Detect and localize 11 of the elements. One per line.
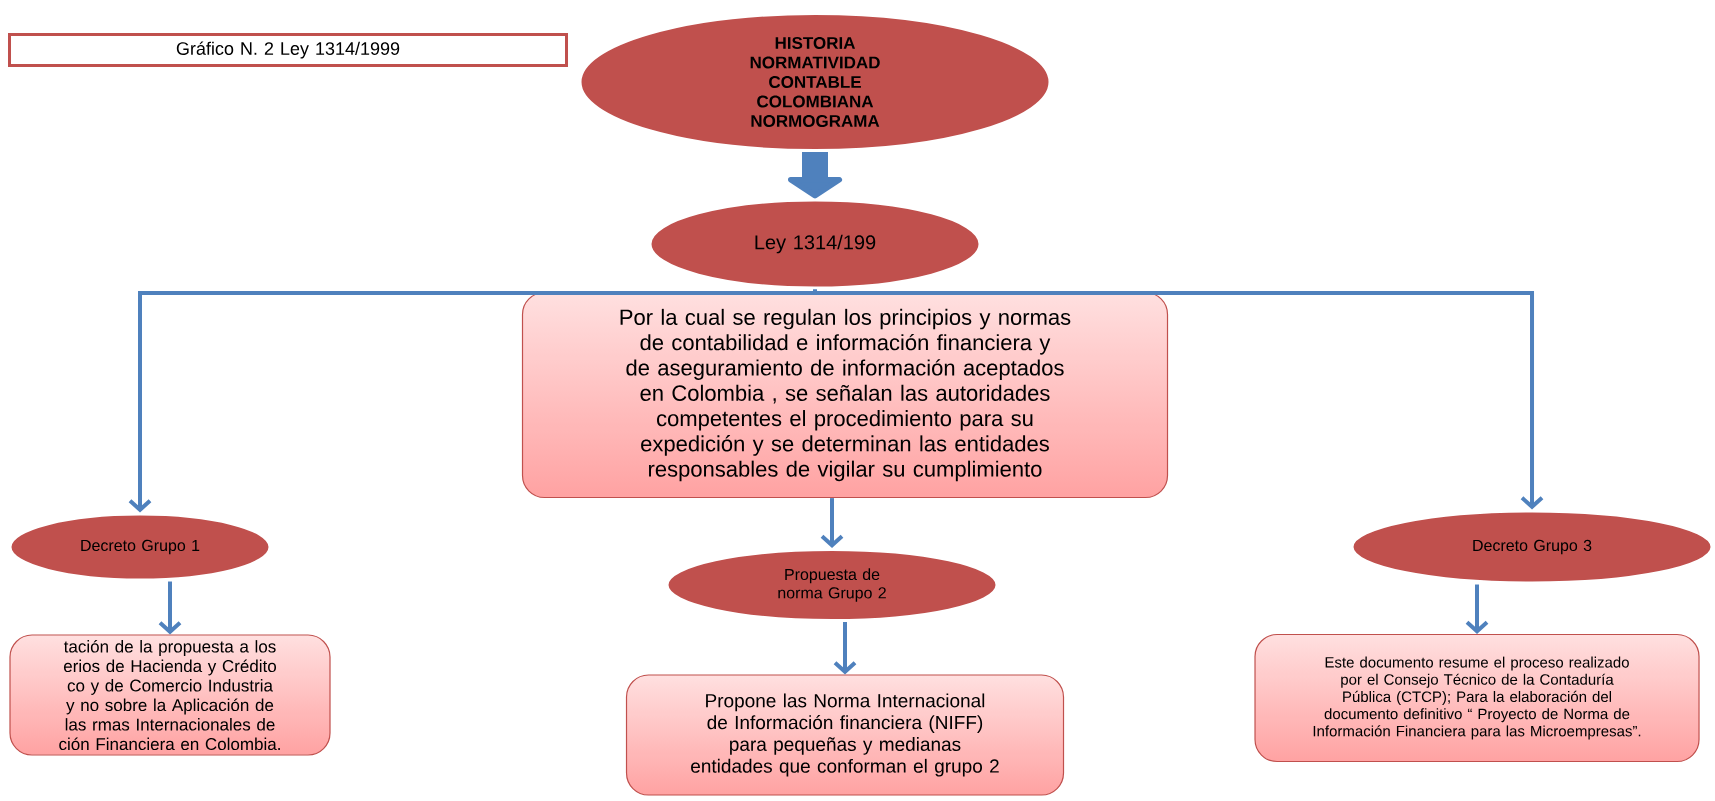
title-box: Gráfico N. 2 Ley 1314/1999 bbox=[8, 33, 568, 67]
arrow bbox=[1465, 584, 1489, 634]
description-box: Este documento resume el proceso realizado por el Consejo Técnico de la Contaduría Pública (CTCP); Para la elaboración del documento definitivo “ Proyecto de Norma de Información Financiera para las Microempresas”. bbox=[1254, 633, 1700, 763]
description-box: tación de la propuesta a los erios de Hacienda y Crédito co y de Comercio Industria y no sobre la Aplicación de las rmas Internacionales de ción Financiera en Colombia. bbox=[9, 634, 331, 756]
description-box: Propone las Norma Internacional de Información financiera (NIFF) para pequeñas y medianas entidades que conforman el grupo 2 bbox=[625, 674, 1065, 796]
block-arrow bbox=[787, 152, 843, 199]
arrow bbox=[833, 622, 857, 675]
arrow bbox=[820, 498, 844, 548]
arrow bbox=[813, 287, 1544, 510]
description-box: Por la cual se regulan los principios y normas de contabilidad e información financiera y de aseguramiento de información aceptados en Colombia , se señalan las autoridades competentes el procedimiento para su expedición y se determinan las entidades responsables de vigilar su cumplimiento bbox=[521, 291, 1169, 499]
arrow bbox=[158, 581, 182, 635]
